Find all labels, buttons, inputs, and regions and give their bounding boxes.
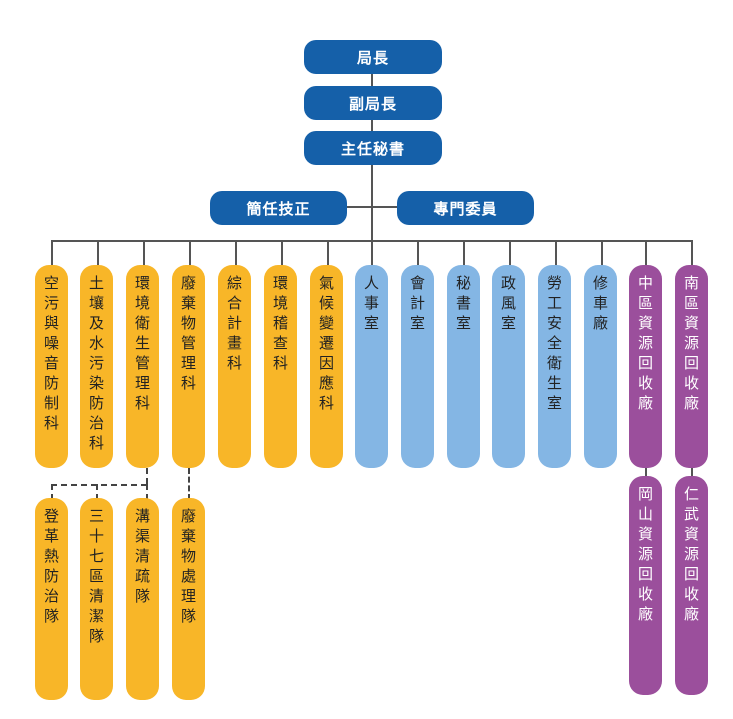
connector-staff-bar [345, 206, 397, 208]
unit-box: 會計室 [401, 265, 434, 468]
unit-label: 勞工安全衛生室 [546, 274, 562, 412]
unit-box: 廢棄物管理科 [172, 265, 205, 468]
connector-dashed-waste [188, 468, 190, 500]
connector-unit-10 [509, 240, 511, 268]
connector-unit-8 [417, 240, 419, 268]
chief-secretary-box: 主任秘書 [304, 131, 442, 165]
unit-label: 修車廠 [592, 274, 608, 332]
unit-box: 人事室 [355, 265, 388, 468]
unit-box: 政風室 [492, 265, 525, 468]
connector-plant-mid [645, 466, 647, 478]
connector-unit-11 [555, 240, 557, 268]
unit-label: 三十七區清潔隊 [88, 507, 104, 645]
connector-dashed-env-bar [51, 484, 147, 486]
connector-unit-3 [189, 240, 191, 268]
connector-dashed-sub-2 [146, 484, 148, 500]
unit-label: 政風室 [500, 274, 516, 332]
unit-box: 氣候變遷因應科 [310, 265, 343, 468]
unit-box: 修車廠 [584, 265, 617, 468]
sub-unit-box: 三十七區清潔隊 [80, 498, 113, 700]
unit-box: 綜合計畫科 [218, 265, 251, 468]
unit-label: 秘書室 [455, 274, 471, 332]
unit-box: 中區資源回收廠 [629, 265, 662, 468]
sub-unit-box: 登革熱防治隊 [35, 498, 68, 700]
unit-label: 會計室 [409, 274, 425, 332]
connector-unit-5 [281, 240, 283, 268]
sub-unit-box: 廢棄物處理隊 [172, 498, 205, 700]
unit-label: 環境衛生管理科 [134, 274, 150, 412]
unit-label: 廢棄物管理科 [180, 274, 196, 392]
unit-box: 空污與噪音防制科 [35, 265, 68, 468]
connector-unit-14 [691, 240, 693, 268]
sub-unit-box: 仁武資源回收廠 [675, 476, 708, 695]
unit-label: 土壤及水污染防治科 [88, 274, 104, 452]
connector-dashed-sub-0 [51, 484, 53, 500]
connector-unit-0 [51, 240, 53, 268]
unit-label: 環境稽查科 [272, 274, 288, 372]
connector-units-bar [51, 240, 691, 242]
connector-unit-12 [601, 240, 603, 268]
unit-box: 環境稽查科 [264, 265, 297, 468]
deputy-director-box: 副局長 [304, 86, 442, 120]
unit-label: 中區資源回收廠 [637, 274, 653, 412]
connector-unit-6 [327, 240, 329, 268]
connector-unit-4 [235, 240, 237, 268]
sub-unit-box: 岡山資源回收廠 [629, 476, 662, 695]
unit-label: 岡山資源回收廠 [637, 485, 653, 623]
unit-label: 仁武資源回收廠 [683, 485, 699, 623]
unit-box: 秘書室 [447, 265, 480, 468]
unit-box: 南區資源回收廠 [675, 265, 708, 468]
connector-unit-2 [143, 240, 145, 268]
director-box: 局長 [304, 40, 442, 74]
senior-technical-specialist-box: 簡任技正 [210, 191, 347, 225]
unit-label: 人事室 [363, 274, 379, 332]
unit-label: 氣候變遷因應科 [318, 274, 334, 412]
unit-label: 溝渠清疏隊 [134, 507, 150, 605]
unit-box: 土壤及水污染防治科 [80, 265, 113, 468]
unit-label: 南區資源回收廠 [683, 274, 699, 412]
connector-main-trunk [371, 73, 373, 270]
senior-specialist-box: 專門委員 [397, 191, 534, 225]
connector-plant-south [691, 466, 693, 478]
unit-box: 勞工安全衛生室 [538, 265, 571, 468]
connector-dashed-sub-1 [96, 484, 98, 500]
sub-unit-box: 溝渠清疏隊 [126, 498, 159, 700]
connector-unit-13 [645, 240, 647, 268]
unit-label: 登革熱防治隊 [43, 507, 59, 625]
connector-unit-1 [97, 240, 99, 268]
connector-unit-9 [463, 240, 465, 268]
connector-dashed-env-hygiene [146, 468, 148, 484]
unit-box: 環境衛生管理科 [126, 265, 159, 468]
unit-label: 空污與噪音防制科 [43, 274, 59, 432]
unit-label: 綜合計畫科 [226, 274, 242, 372]
unit-label: 廢棄物處理隊 [180, 507, 196, 625]
